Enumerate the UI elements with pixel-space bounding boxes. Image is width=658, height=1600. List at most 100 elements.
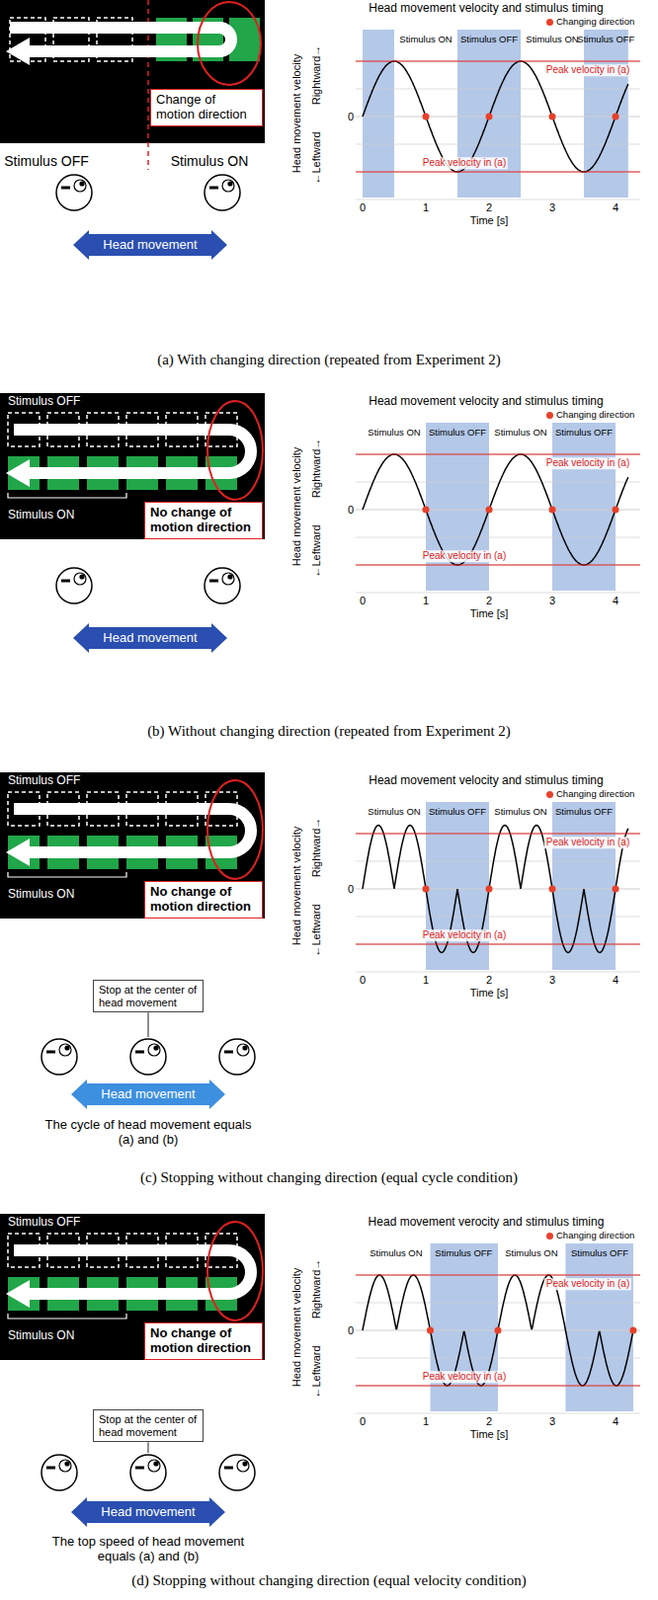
direction-change-dot [549, 886, 557, 894]
direction-change-dot [426, 1327, 434, 1335]
head-outline [41, 1039, 78, 1075]
axis-title: Head movement velocity [290, 1268, 304, 1388]
legend-text: Changing direction [556, 789, 635, 801]
callout-box: No change of motion direction [144, 1322, 263, 1361]
band-label: Stimulus OFF [555, 807, 613, 819]
peak-velocity-line [355, 453, 641, 455]
legend-dot [546, 1233, 554, 1240]
region-label: Stimulus ON [170, 153, 249, 169]
pupil [227, 574, 233, 579]
grid-line [355, 1275, 641, 1277]
legend-text: Changing direction [556, 1231, 635, 1242]
band-label: Stimulus ON [367, 807, 420, 819]
head-mark [46, 1051, 56, 1055]
direction-change-dot [549, 506, 557, 514]
grid-line [355, 537, 641, 539]
head-outline [204, 568, 241, 604]
head-outline [204, 174, 241, 211]
peak-label: Peak velocity in (a) [420, 929, 508, 942]
band-label: Stimulus ON [493, 427, 547, 439]
eye [59, 1460, 72, 1473]
tick-label: 0 [359, 594, 366, 608]
grid-line [355, 1358, 641, 1360]
head-movement-arrow: Head movement [71, 1079, 226, 1110]
direction-change-dot [493, 1327, 501, 1335]
velocity-curve [362, 454, 629, 566]
pupil [79, 574, 84, 579]
legend-dot [546, 411, 554, 419]
tick-label: 0 [359, 201, 366, 215]
grid-line [355, 1303, 641, 1305]
pupil [227, 180, 233, 186]
grid-line [355, 88, 641, 90]
tick-label: 0 [347, 1324, 354, 1338]
grid-line [355, 592, 641, 594]
callout-box: No change of motion direction [144, 501, 263, 540]
arrow-head [5, 838, 30, 867]
axis-title: Head movement velocity [290, 54, 304, 173]
head-movement-arrow: Head movement [73, 230, 228, 260]
condition-note: The cycle of head movement equals (a) an… [44, 1118, 252, 1149]
tick-label: 4 [612, 974, 619, 987]
band-label: Stimulus ON [367, 427, 420, 439]
figure-caption: (d) Stopping without changing direction … [131, 1572, 527, 1590]
tick-label: 4 [612, 1415, 619, 1429]
figure-caption: (a) With changing direction (repeated fr… [157, 351, 501, 369]
head-movement-arrow: Head movement [71, 1497, 226, 1528]
peak-label: Peak velocity in (a) [420, 157, 508, 169]
bracket [7, 1314, 127, 1319]
pupil [64, 1045, 70, 1051]
tick-label: 0 [347, 110, 354, 124]
velocity-curve [362, 61, 629, 172]
leader-line [147, 1442, 149, 1454]
tick-label: 4 [612, 201, 619, 215]
head-mark [135, 1051, 145, 1055]
head-mark [46, 1467, 56, 1471]
velocity-curve [362, 1275, 634, 1387]
stimulus-display [0, 393, 265, 540]
direction-change-dot [422, 886, 430, 894]
region-label: Stimulus ON [7, 888, 75, 903]
pupil [242, 1461, 247, 1467]
callout-box: No change of motion direction [144, 881, 263, 919]
axis-title: Time [s] [470, 607, 509, 621]
head-mark [61, 579, 71, 583]
callout-box: Stop at the center of head movement [92, 980, 204, 1013]
bracket [7, 493, 127, 498]
axis-direction: ←Leftward [310, 1345, 324, 1399]
callout-text: Stop at the center of head movement [98, 984, 198, 1009]
head-outline [130, 1039, 166, 1075]
eye [148, 1460, 161, 1473]
peak-label: Peak velocity in (a) [420, 1371, 508, 1384]
eye [59, 1044, 72, 1057]
eye [237, 1460, 249, 1473]
callout-text: No change of motion direction [150, 885, 257, 915]
head-mark [224, 1051, 234, 1055]
axis-direction: Rightward→ [310, 818, 324, 879]
grid-line [355, 1386, 641, 1388]
double-arrow [73, 230, 228, 260]
arrow-text: Head movement [100, 1497, 195, 1528]
motion-arrow [13, 1250, 251, 1295]
direction-change-dot [612, 113, 620, 121]
arrow-head [5, 459, 30, 488]
motion-arrow [13, 809, 251, 853]
axis-direction: ←Leftward [310, 131, 324, 184]
peak-velocity-line [355, 832, 641, 834]
band-label: Stimulus ON [525, 34, 578, 46]
head-outline [130, 1455, 166, 1491]
band-label: Stimulus ON [504, 1248, 558, 1260]
chart-title: Head movement velocity and stimulus timi… [368, 774, 603, 789]
highlight-ellipse [207, 780, 263, 880]
grid-line [355, 199, 641, 201]
tick-label: 3 [549, 201, 556, 215]
eye [148, 1044, 161, 1057]
legend-text: Changing direction [556, 410, 635, 421]
direction-change-dot [486, 886, 494, 894]
figure-caption: (c) Stopping without changing direction … [140, 1169, 518, 1187]
tick-label: 3 [549, 594, 556, 608]
grid-line [355, 833, 641, 835]
eye [74, 573, 86, 585]
axis-title: Head movement velocity [290, 826, 304, 946]
